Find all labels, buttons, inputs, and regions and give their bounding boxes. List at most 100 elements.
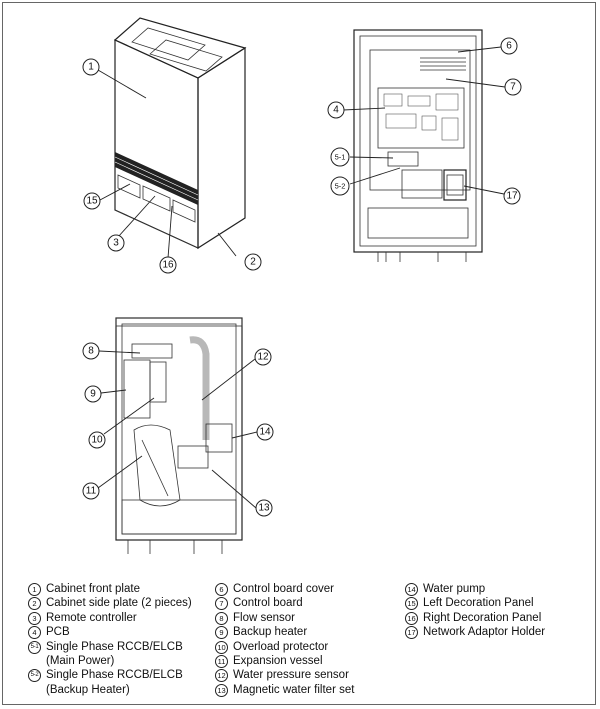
legend-item: 14 Water pump: [405, 582, 545, 596]
callout-12: 12: [254, 348, 272, 366]
callout-3: 3: [107, 234, 125, 252]
svg-text:14: 14: [259, 427, 271, 438]
legend-item: 3 Remote controller: [28, 611, 192, 625]
legend-number: 17: [405, 626, 418, 640]
legend-column-3: 14 Water pump 15 Left Decoration Panel 16 R…: [405, 582, 545, 640]
callout-5-2: 5-2: [330, 176, 350, 196]
legend-item-continued: (Backup Heater): [28, 683, 192, 697]
legend-label: Water pressure sensor: [233, 669, 349, 682]
legend-item: 13 Magnetic water filter set: [215, 683, 354, 697]
svg-text:4: 4: [333, 105, 339, 116]
legend-number: 9: [215, 626, 228, 640]
callout-13: 13: [255, 499, 273, 517]
legend-item: 5-2 Single Phase RCCB/ELCB: [28, 668, 192, 683]
legend-label: Remote controller: [46, 611, 137, 624]
legend-label-continued: (Backup Heater): [46, 683, 130, 696]
legend-column-2: 6 Control board cover 7 Control board 8 Flo…: [215, 582, 354, 697]
legend-number: 7: [215, 597, 228, 611]
svg-text:9: 9: [90, 389, 96, 400]
legend-label: Cabinet side plate (2 pieces): [46, 597, 192, 610]
legend-item: 10 Overload protector: [215, 640, 354, 654]
legend-number: 1: [28, 583, 41, 596]
legend-item: 2 Cabinet side plate (2 pieces): [28, 596, 192, 611]
svg-text:8: 8: [88, 346, 94, 357]
legend-item: 17 Network Adaptor Holder: [405, 625, 546, 640]
callout-4: 4: [327, 101, 345, 119]
legend-label-continued: (Main Power): [46, 655, 115, 668]
legend-item: 9 Backup heater: [215, 625, 354, 640]
legend-number: 13: [215, 683, 228, 697]
legend-item: 6 Control board cover: [215, 582, 354, 596]
callout-15: 15: [83, 192, 101, 210]
legend-item: 16 Right Decoration Panel: [405, 611, 545, 625]
legend-number: 5-1: [28, 640, 41, 654]
legend-item: 11 Expansion vessel: [215, 654, 354, 669]
legend-item: 8 Flow sensor: [215, 611, 354, 625]
callout-2: 2: [244, 253, 262, 271]
legend-number: 15: [405, 597, 418, 611]
callout-9: 9: [84, 385, 102, 403]
legend-label: Water pump: [423, 583, 486, 595]
callout-7: 7: [504, 78, 522, 96]
legend-label: Overload protector: [233, 640, 329, 653]
legend-label: Single Phase RCCB/ELCB: [46, 669, 183, 682]
svg-text:5-2: 5-2: [335, 182, 346, 191]
legend-item: 5-1 Single Phase RCCB/ELCB: [28, 640, 192, 654]
legend-item: 15 Left Decoration Panel: [405, 596, 545, 611]
svg-text:13: 13: [258, 503, 270, 514]
legend-number: 10: [215, 640, 228, 654]
legend-number: 16: [405, 611, 418, 625]
legend-number: 14: [405, 583, 418, 596]
svg-text:17: 17: [506, 191, 518, 202]
callout-5-1: 5-1: [330, 147, 350, 167]
legend-item-continued: (Main Power): [28, 654, 192, 668]
callout-1: 1: [82, 58, 100, 76]
legend-label: Backup heater: [233, 626, 308, 639]
legend-label: Control board: [233, 597, 303, 610]
svg-text:2: 2: [250, 257, 256, 268]
svg-text:11: 11: [86, 486, 97, 497]
exterior-view: [113, 17, 247, 250]
legend-number: 3: [28, 611, 41, 625]
svg-text:12: 12: [257, 352, 269, 363]
svg-text:15: 15: [86, 196, 98, 207]
legend-number: 8: [215, 611, 228, 625]
legend-item: 12 Water pressure sensor: [215, 668, 354, 683]
legend-label: Control board cover: [233, 583, 334, 595]
legend-label: PCB: [46, 626, 70, 639]
legend-number: 6: [215, 583, 228, 596]
control-board-view: [353, 29, 483, 262]
legend-label: Left Decoration Panel: [423, 597, 534, 610]
svg-text:6: 6: [506, 41, 512, 52]
svg-text:16: 16: [162, 260, 174, 271]
legend-number: 12: [215, 669, 228, 683]
callout-6: 6: [500, 37, 518, 55]
legend-item: 4 PCB: [28, 625, 192, 640]
svg-text:5-1: 5-1: [335, 153, 346, 162]
callout-8: 8: [82, 342, 100, 360]
svg-text:7: 7: [510, 82, 516, 93]
svg-text:3: 3: [113, 238, 119, 249]
legend-label: Single Phase RCCB/ELCB: [46, 640, 183, 653]
legend-number: 4: [28, 626, 41, 640]
callout-11: 11: [82, 482, 100, 500]
callout-16: 16: [159, 256, 177, 274]
callout-10: 10: [88, 431, 106, 449]
legend-label: Magnetic water filter set: [233, 683, 355, 696]
svg-text:10: 10: [91, 435, 103, 446]
legend-number: 11: [215, 655, 228, 669]
svg-text:1: 1: [88, 62, 94, 73]
internal-view: [115, 317, 243, 554]
callout-17: 17: [503, 187, 521, 205]
legend-label: Flow sensor: [233, 611, 295, 624]
legend-label: Network Adaptor Holder: [423, 626, 546, 639]
legend-label: Expansion vessel: [233, 655, 323, 668]
legend-label: Right Decoration Panel: [423, 611, 542, 624]
legend-number: 5-2: [28, 669, 41, 683]
legend-number: 2: [28, 597, 41, 611]
leader-lines: [97, 46, 506, 509]
callout-14: 14: [256, 423, 274, 441]
